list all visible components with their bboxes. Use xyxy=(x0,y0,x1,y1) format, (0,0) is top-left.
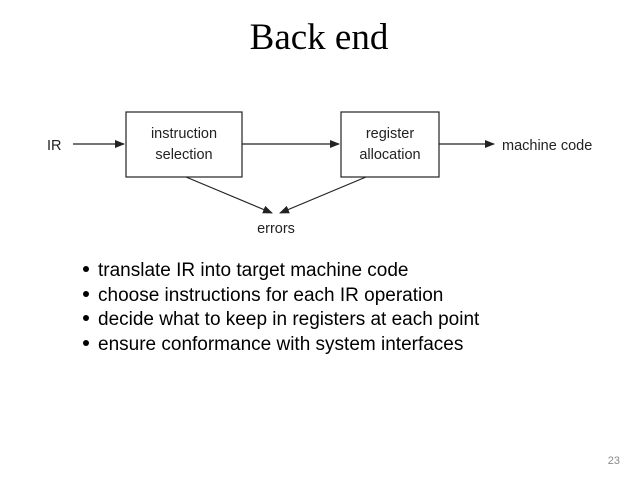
bullet-text: decide what to keep in registers at each… xyxy=(98,309,480,330)
bullet-dot-icon xyxy=(83,315,89,321)
ir-label: IR xyxy=(47,138,62,154)
errors-label: errors xyxy=(257,221,295,237)
bullet-item: decide what to keep in registers at each… xyxy=(80,308,479,333)
register-allocation-line1: register xyxy=(366,126,415,142)
allocation-to-errors-arrow xyxy=(279,176,367,214)
bullet-list: translate IR into target machine code ch… xyxy=(80,259,479,357)
bullet-item: choose instructions for each IR operatio… xyxy=(80,284,479,309)
bullet-text: choose instructions for each IR operatio… xyxy=(98,284,444,306)
machine-code-label: machine code xyxy=(502,138,592,154)
bullet-dot-icon xyxy=(83,290,89,297)
register-allocation-line2: allocation xyxy=(359,147,420,163)
slide-title: Back end xyxy=(249,17,389,58)
selection-to-errors-arrow xyxy=(185,176,273,214)
register-allocation-box xyxy=(340,111,440,178)
bullet-item: ensure conformance with system interface… xyxy=(80,333,479,358)
instruction-selection-box xyxy=(125,111,243,178)
bullet-dot-icon xyxy=(83,266,89,272)
bullet-item: translate IR into target machine code xyxy=(80,259,479,284)
bullet-text: ensure conformance with system interface… xyxy=(98,333,464,355)
instruction-selection-line2: selection xyxy=(155,147,212,163)
instruction-selection-line1: instruction xyxy=(151,126,217,142)
page-number: 23 xyxy=(607,455,620,467)
bullet-text: translate IR into target machine code xyxy=(98,260,409,281)
bullet-dot-icon xyxy=(83,339,89,346)
